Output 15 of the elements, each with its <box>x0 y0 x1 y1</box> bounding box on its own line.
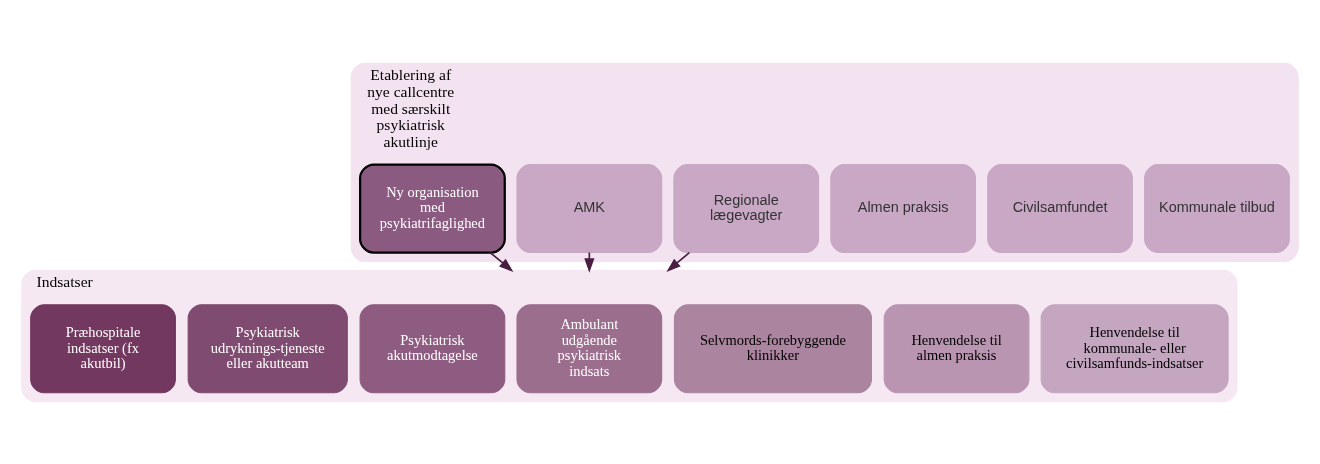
node-box: Henvendelse til kommunale- eller civilsamfunds-indsatser <box>1040 303 1229 393</box>
node-box: Psykiatrisk udryknings-tjeneste eller akutteam <box>187 303 348 393</box>
node-box: Selvmords-forebyggende klinikker <box>673 303 872 393</box>
node-box: Ny organisation med psykiatrifaglighed <box>359 163 506 254</box>
node-box: Psykiatrisk akutmodtagelse <box>359 303 506 393</box>
node-box: Almen praksis <box>830 163 977 253</box>
arrow <box>666 251 691 272</box>
node-box: Præhospitale indsatser (fx akutbil) <box>30 303 176 393</box>
arrow <box>489 251 514 272</box>
node-box: AMK <box>516 163 663 253</box>
node-box: Regionale lægevagter <box>673 163 820 253</box>
node-box: Kommunale tilbud <box>1144 163 1290 253</box>
node-box: Henvendelse til almen praksis <box>883 303 1030 393</box>
node-box: Civilsamfundet <box>987 163 1133 253</box>
node-box: Ambulant udgående psykiatrisk indsats <box>516 303 663 393</box>
